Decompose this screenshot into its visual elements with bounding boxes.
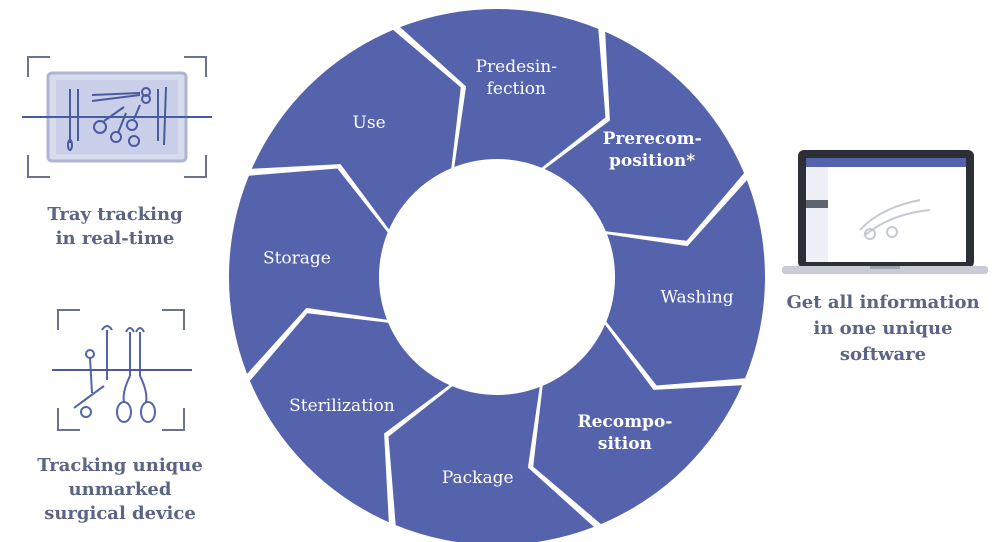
cycle-segment bbox=[544, 31, 745, 241]
cycle-step-label-line: Washing bbox=[661, 287, 734, 307]
cycle-step-label-line: Prerecom- bbox=[603, 129, 702, 149]
cycle-step-label-line: Predesin- bbox=[476, 57, 557, 77]
cycle-step-label: Use bbox=[353, 113, 386, 133]
software-caption: Get all information in one unique softwa… bbox=[768, 290, 998, 368]
cycle-step-label: Sterilization bbox=[289, 396, 395, 416]
cycle-step-label-line: Sterilization bbox=[289, 396, 395, 416]
cycle-step-label: Recompo-sition bbox=[577, 412, 672, 454]
cycle-step-label-line: Storage bbox=[263, 249, 331, 269]
cycle-step-label-line: Recompo- bbox=[577, 412, 672, 432]
cycle-segment bbox=[249, 313, 450, 523]
cycle-step-label-line: Package bbox=[442, 468, 514, 488]
cycle-segment bbox=[606, 180, 766, 386]
cycle-step-label: Package bbox=[442, 468, 514, 488]
laptop-software-icon bbox=[782, 150, 988, 274]
cycle-step-label: Prerecom-position* bbox=[603, 129, 702, 171]
cycle-segment bbox=[400, 8, 606, 168]
tray-caption-line-2: in real-time bbox=[55, 228, 175, 249]
tray-tracking-caption: Tray tracking in real-time bbox=[20, 203, 210, 251]
cycle-segment bbox=[533, 324, 743, 525]
cycle-step-label: Washing bbox=[661, 287, 734, 307]
tray-caption-line-1: Tray tracking bbox=[47, 204, 183, 225]
cycle-segment bbox=[251, 29, 461, 230]
device-caption-line-1: Tracking unique bbox=[37, 455, 203, 476]
cycle-step-label: Storage bbox=[263, 249, 331, 269]
cycle-step-label-line: position* bbox=[609, 151, 695, 171]
surgical-tray-icon bbox=[22, 56, 212, 178]
device-caption-line-3: surgical device bbox=[44, 503, 196, 524]
cycle-step-label-line: Use bbox=[353, 113, 386, 133]
software-caption-line-3: software bbox=[839, 344, 927, 365]
cycle-segment bbox=[388, 386, 594, 542]
cycle-step-label-line: sition bbox=[598, 434, 652, 454]
cycle-step-label: Predesin-fection bbox=[476, 57, 557, 99]
cycle-segment bbox=[228, 168, 388, 374]
surgical-instruments-icon bbox=[52, 309, 192, 431]
software-caption-line-2: in one unique bbox=[813, 318, 953, 339]
cycle-segments bbox=[228, 8, 766, 542]
device-caption-line-2: unmarked bbox=[68, 479, 172, 500]
cycle-step-label-line: fection bbox=[487, 79, 546, 99]
software-caption-line-1: Get all information bbox=[786, 292, 980, 313]
device-tracking-caption: Tracking unique unmarked surgical device bbox=[10, 454, 230, 526]
